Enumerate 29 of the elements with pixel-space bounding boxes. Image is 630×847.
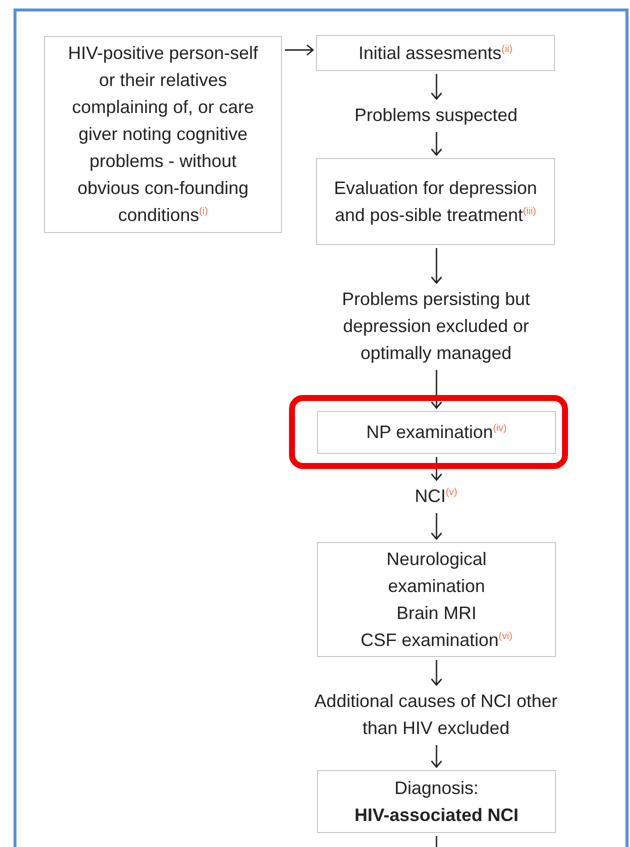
box-text: Diagnosis: <box>393 776 480 800</box>
step-text: Additional causes of NCI other than HIV excluded <box>296 688 576 742</box>
process-box <box>317 542 556 657</box>
box-text: Initial assesments$^{(ii)}$ <box>357 42 514 64</box>
box-text: HIV-positive person-self or their relatives complaining of, or care giver noting cognitive problems - without obvious con-founding conditions$^{(i)}$ <box>66 42 260 227</box>
box-text: Brain MRI <box>395 602 478 624</box>
box-text: Neurological examination <box>385 548 488 598</box>
arrow <box>430 513 442 540</box>
arrow <box>285 44 314 56</box>
step-text: Problems suspected <box>306 102 566 129</box>
step-text: NCI$^{(v)}$ <box>336 483 536 510</box>
arrow <box>430 370 442 409</box>
process-box <box>317 411 556 454</box>
process-box <box>316 35 555 71</box>
arrow <box>430 457 442 481</box>
box-text: CSF examination$^{(vi)}$ <box>360 628 514 652</box>
box-text: HIV-associated NCI <box>353 804 520 826</box>
arrow <box>430 248 442 284</box>
arrow <box>430 660 442 686</box>
box-text: Evaluation for depression and pos-sible treatment$^{(iii)}$ <box>333 176 538 227</box>
process-box <box>44 36 282 233</box>
box-text: NP examination$^{(iv)}$ <box>365 421 508 444</box>
arrow <box>430 745 442 768</box>
process-box <box>317 770 556 833</box>
process-box <box>316 158 555 245</box>
arrow <box>430 132 442 156</box>
step-text: Problems persisting but depression excluded or optimally managed <box>306 286 566 367</box>
highlight-frame <box>289 395 568 469</box>
arrow <box>430 74 442 100</box>
